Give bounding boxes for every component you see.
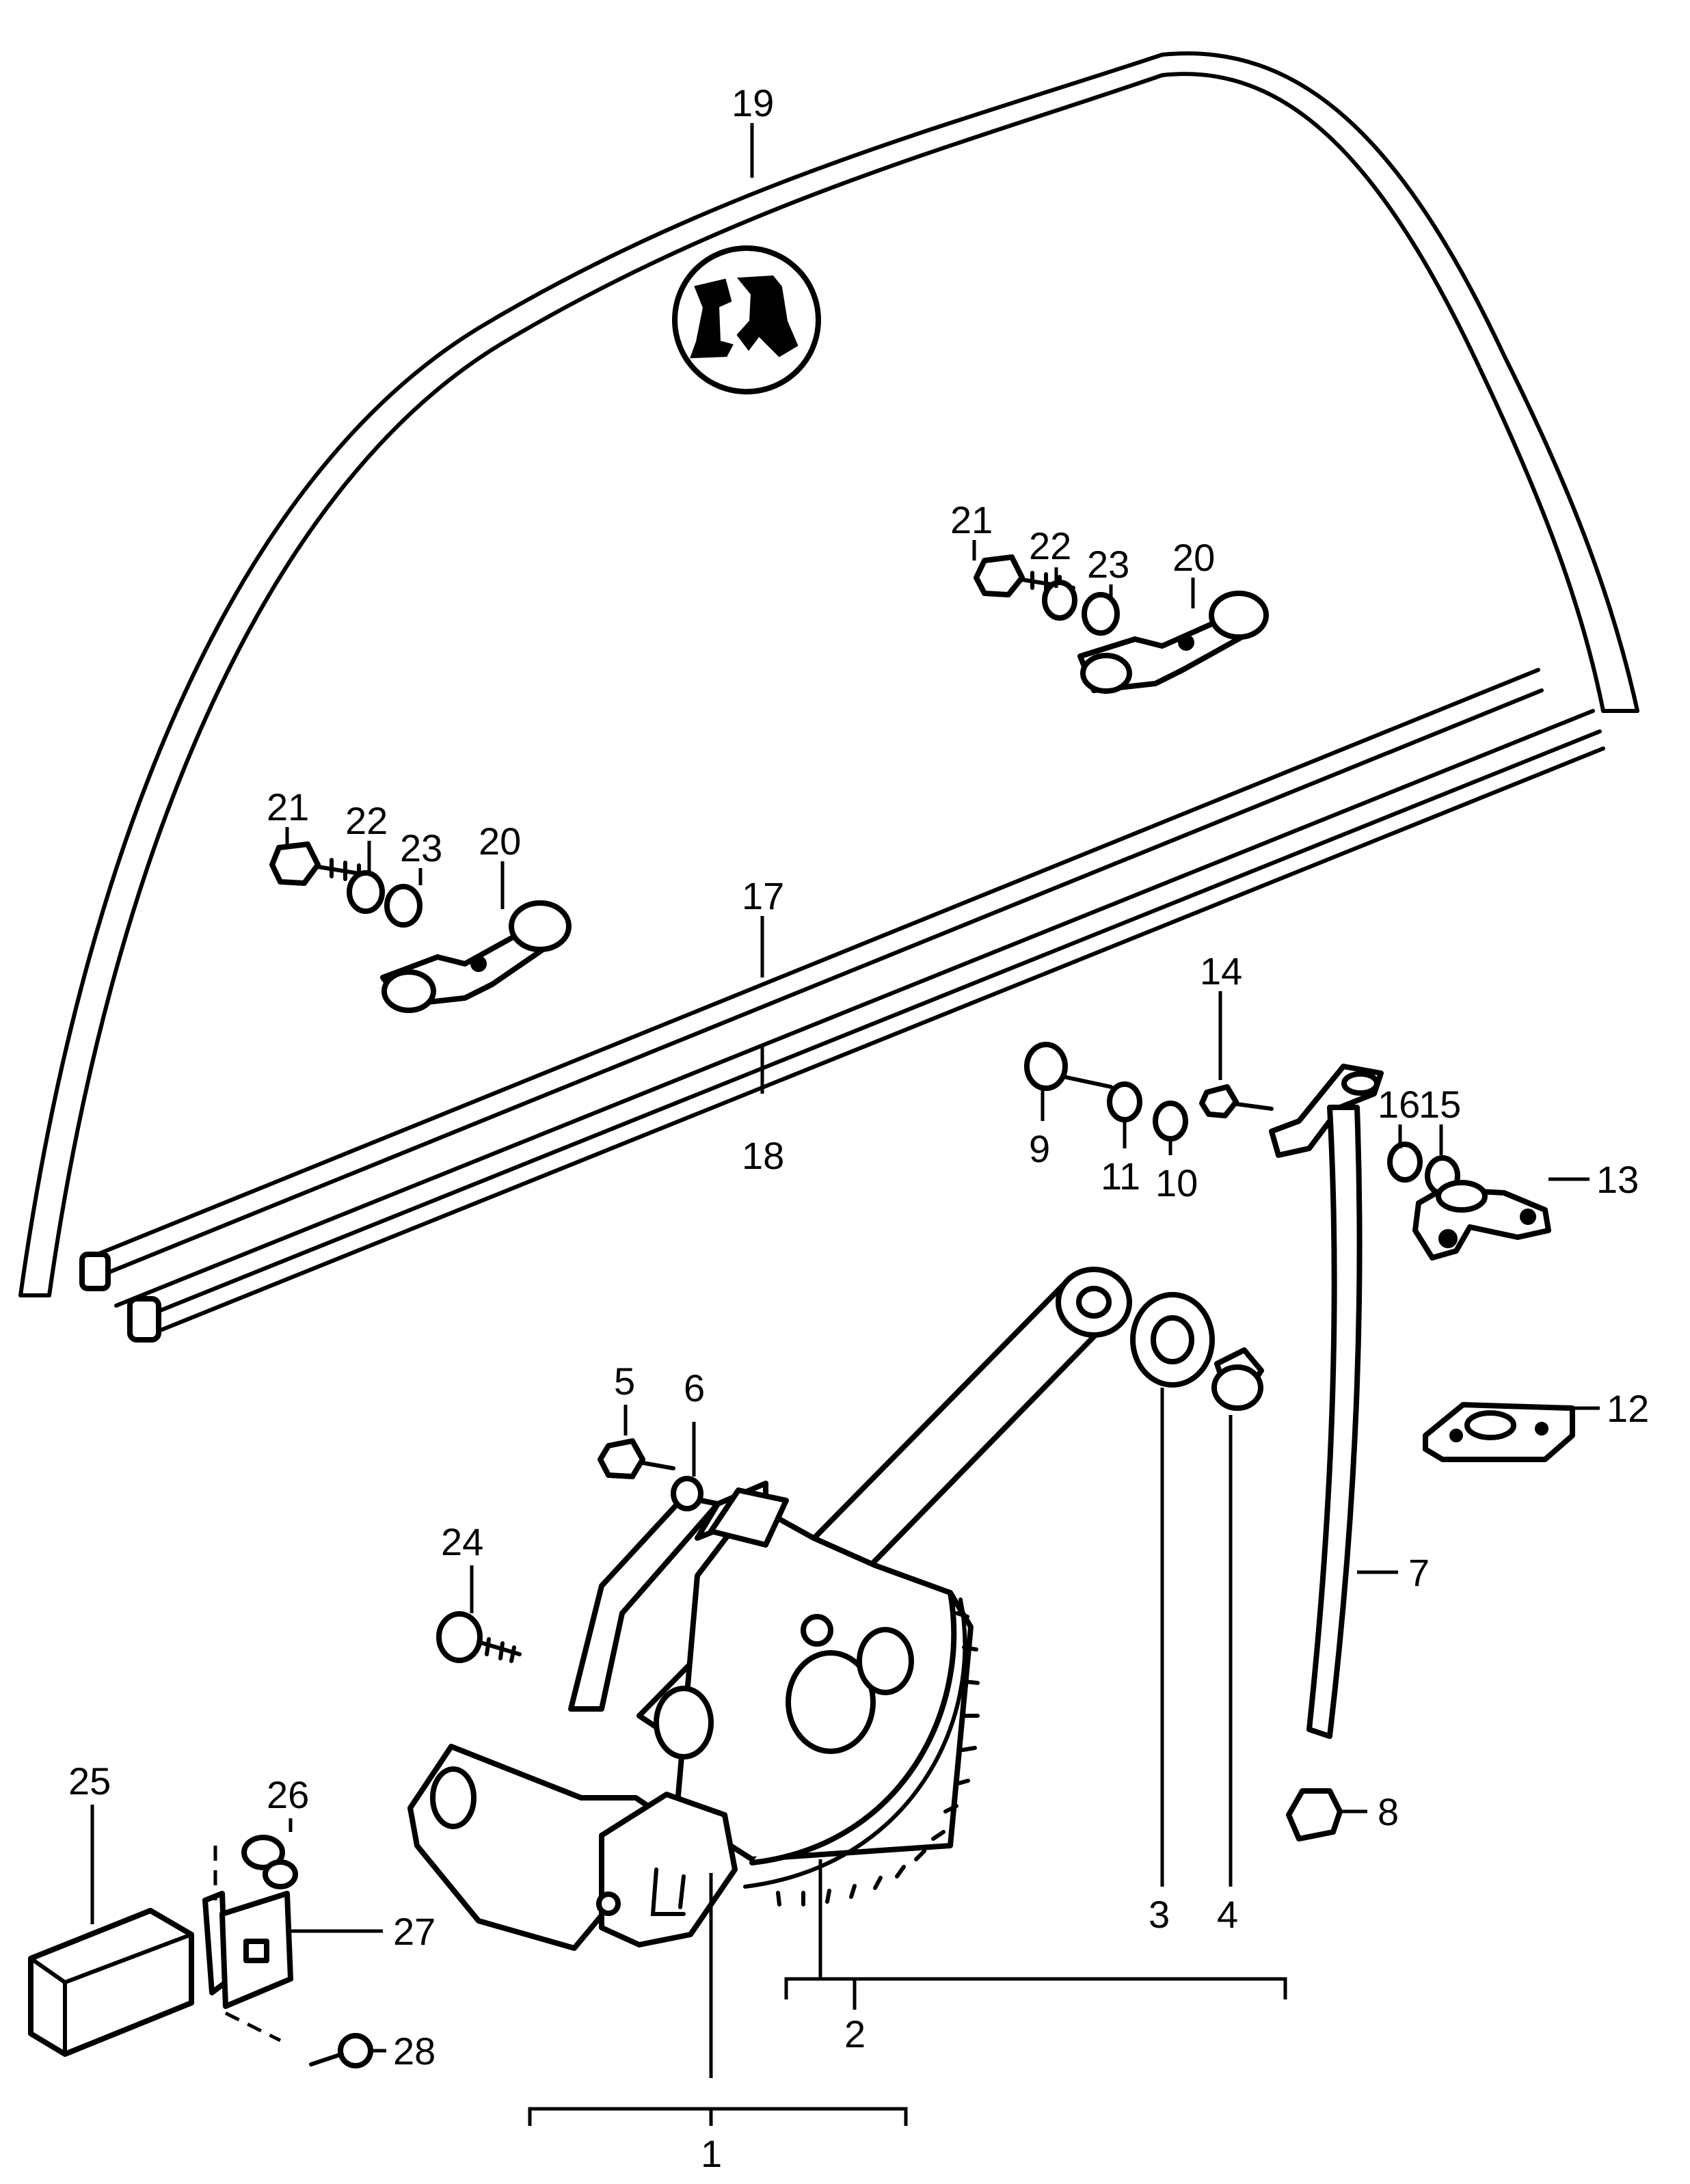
callout-20-upper: 20 bbox=[1172, 536, 1215, 579]
bolt-washer-set-lower bbox=[269, 841, 422, 928]
stop-block bbox=[1423, 1402, 1575, 1462]
callout-9: 9 bbox=[1029, 1127, 1050, 1170]
window-motor bbox=[407, 1744, 738, 1951]
callout-26: 26 bbox=[267, 1773, 309, 1816]
callout-22-upper: 22 bbox=[1029, 524, 1071, 567]
callout-6: 6 bbox=[684, 1366, 705, 1410]
callout-15: 15 bbox=[1419, 1083, 1461, 1126]
callout-1: 1 bbox=[701, 2132, 722, 2175]
callout-23-lower: 23 bbox=[400, 826, 442, 869]
callout-10: 10 bbox=[1155, 1161, 1198, 1204]
callout-labels: 19 21 22 23 20 21 22 23 20 17 18 14 9 11… bbox=[68, 81, 1649, 2175]
porsche-script-logo-icon bbox=[672, 245, 821, 394]
regulator-arm-and-sector-gear bbox=[568, 1267, 1132, 1906]
regulator-roller bbox=[1130, 1292, 1215, 1388]
callout-21-upper: 21 bbox=[950, 498, 993, 541]
callout-13: 13 bbox=[1596, 1158, 1639, 1201]
callout-18: 18 bbox=[742, 1134, 784, 1177]
callout-12: 12 bbox=[1607, 1387, 1649, 1430]
assembly-brackets bbox=[528, 1977, 1287, 2126]
roller-pin bbox=[1211, 1347, 1264, 1411]
callout-7: 7 bbox=[1408, 1551, 1430, 1594]
callout-11: 11 bbox=[1101, 1155, 1140, 1198]
callout-28: 28 bbox=[393, 2030, 435, 2073]
regulator-bolt-and-washer bbox=[598, 1438, 703, 1511]
leader-lines bbox=[90, 123, 1600, 2078]
window-control-unit bbox=[28, 1908, 194, 2057]
guide-rail-fasteners bbox=[1024, 1042, 1274, 1142]
callout-22-lower: 22 bbox=[345, 799, 388, 842]
bolt-washer-set-upper bbox=[974, 554, 1120, 636]
guide-rail-end-cap bbox=[1286, 1788, 1343, 1842]
callout-24: 24 bbox=[441, 1520, 483, 1563]
glass-guide-bracket-lower bbox=[380, 900, 572, 1013]
callout-2: 2 bbox=[844, 2012, 866, 2055]
pivot-block bbox=[1412, 1180, 1551, 1260]
callout-5: 5 bbox=[614, 1360, 635, 1403]
callout-4: 4 bbox=[1217, 1893, 1238, 1936]
window-frame-channel bbox=[18, 51, 1639, 1297]
bracket-screw bbox=[309, 2033, 373, 2068]
callout-23-upper: 23 bbox=[1087, 543, 1129, 586]
callout-25: 25 bbox=[68, 1760, 111, 1803]
guide-rail bbox=[1306, 1105, 1363, 1739]
glass-guide-bracket-upper bbox=[1077, 591, 1269, 694]
callout-27: 27 bbox=[393, 1910, 435, 1953]
motor-mounting-bolt bbox=[436, 1611, 522, 1663]
window-seal-strips bbox=[79, 668, 1605, 1343]
control-unit-bracket bbox=[202, 1846, 293, 2043]
callout-20-lower: 20 bbox=[479, 820, 521, 863]
guide-rail-top-bracket bbox=[1269, 1064, 1384, 1158]
callout-16: 16 bbox=[1378, 1083, 1420, 1126]
callout-3: 3 bbox=[1149, 1893, 1170, 1936]
callout-21-lower: 21 bbox=[267, 785, 309, 828]
callout-17: 17 bbox=[742, 874, 784, 917]
callout-14: 14 bbox=[1200, 949, 1242, 993]
callout-19: 19 bbox=[732, 81, 774, 124]
connector-plug bbox=[241, 1835, 298, 1889]
callout-8: 8 bbox=[1378, 1790, 1399, 1833]
